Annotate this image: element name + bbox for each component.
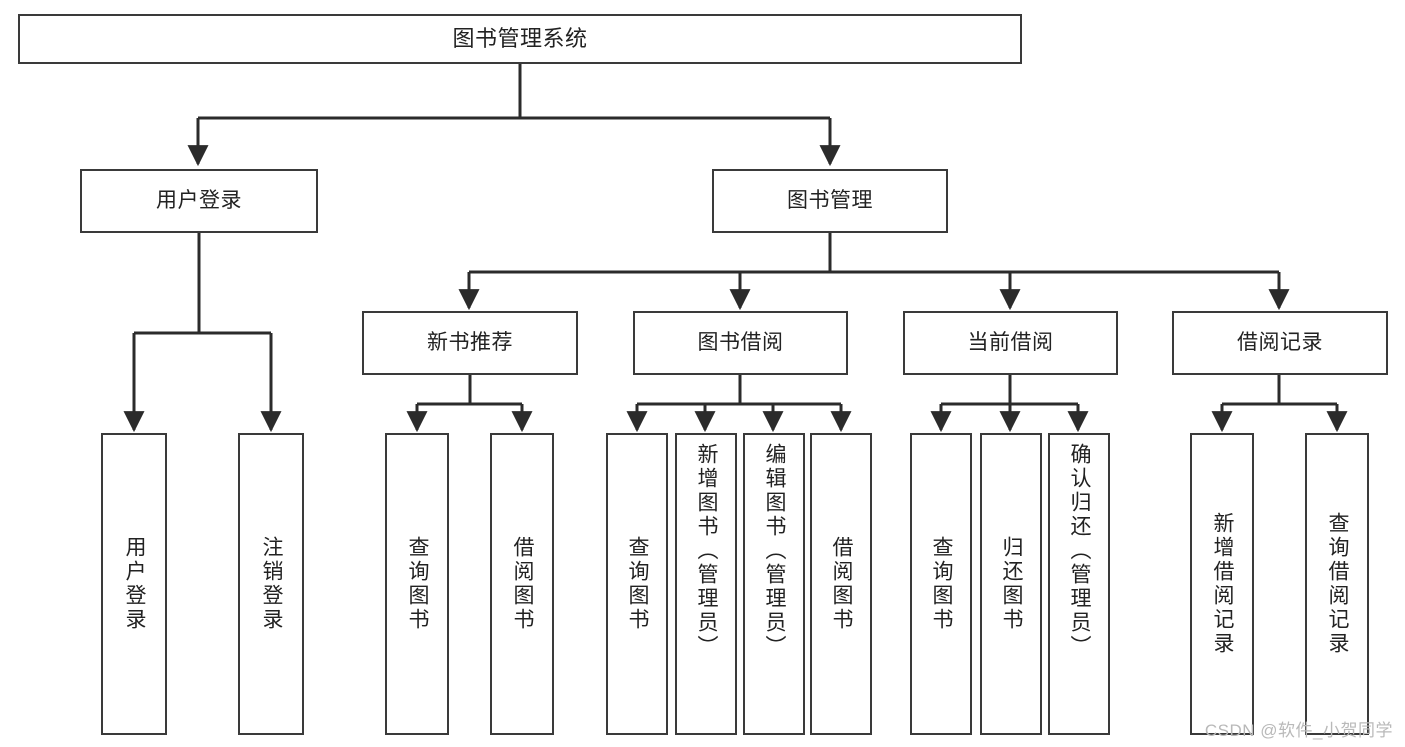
node-leaf-borrow-book-1[interactable]: 借阅图书: [490, 433, 554, 735]
node-book-manage-label: 图书管理: [787, 189, 873, 213]
node-current-borrow-label: 当前借阅: [967, 331, 1054, 355]
node-leaf-query-record-label: 查询借阅记录: [1326, 512, 1350, 656]
node-leaf-query-book-1[interactable]: 查询图书: [385, 433, 449, 735]
node-leaf-query-record[interactable]: 查询借阅记录: [1305, 433, 1369, 735]
node-borrow-record[interactable]: 借阅记录: [1172, 311, 1388, 375]
node-leaf-user-logout[interactable]: 注销登录: [238, 433, 304, 735]
node-leaf-edit-book[interactable]: 编辑图书（管理员）: [743, 433, 805, 735]
node-leaf-query-book-3[interactable]: 查询图书: [910, 433, 972, 735]
node-leaf-query-book-3-label: 查询图书: [930, 536, 954, 632]
node-new-book-recommend[interactable]: 新书推荐: [362, 311, 578, 375]
node-leaf-query-book-1-label: 查询图书: [406, 536, 430, 632]
node-leaf-query-book-2-label: 查询图书: [626, 536, 650, 632]
node-current-borrow[interactable]: 当前借阅: [903, 311, 1118, 375]
node-leaf-confirm-return[interactable]: 确认归还（管理员）: [1048, 433, 1110, 735]
node-book-borrow[interactable]: 图书借阅: [633, 311, 848, 375]
node-leaf-borrow-book-2[interactable]: 借阅图书: [810, 433, 872, 735]
node-book-borrow-label: 图书借阅: [697, 331, 784, 355]
node-leaf-borrow-book-2-label: 借阅图书: [830, 536, 854, 632]
node-leaf-user-logout-label: 注销登录: [260, 536, 284, 632]
node-leaf-edit-book-label: 编辑图书（管理员）: [763, 443, 787, 659]
node-leaf-return-book-label: 归还图书: [1000, 536, 1024, 632]
node-user-login[interactable]: 用户登录: [80, 169, 318, 233]
node-leaf-add-book-label: 新增图书（管理员）: [695, 443, 719, 659]
node-leaf-add-record-label: 新增借阅记录: [1211, 512, 1235, 656]
node-leaf-borrow-book-1-label: 借阅图书: [511, 536, 535, 632]
node-borrow-record-label: 借阅记录: [1237, 331, 1323, 355]
node-leaf-confirm-return-label: 确认归还（管理员）: [1068, 443, 1092, 659]
node-root-label: 图书管理系统: [452, 25, 588, 51]
node-leaf-add-book[interactable]: 新增图书（管理员）: [675, 433, 737, 735]
node-leaf-user-login-label: 用户登录: [123, 536, 147, 632]
node-root[interactable]: 图书管理系统: [18, 14, 1022, 64]
node-leaf-user-login[interactable]: 用户登录: [101, 433, 167, 735]
node-book-manage[interactable]: 图书管理: [712, 169, 948, 233]
node-leaf-return-book[interactable]: 归还图书: [980, 433, 1042, 735]
csdn-watermark: CSDN @软件_小贺同学: [1204, 721, 1393, 740]
node-leaf-query-book-2[interactable]: 查询图书: [606, 433, 668, 735]
node-user-login-label: 用户登录: [156, 189, 242, 213]
node-new-book-recommend-label: 新书推荐: [427, 331, 513, 355]
node-leaf-add-record[interactable]: 新增借阅记录: [1190, 433, 1254, 735]
